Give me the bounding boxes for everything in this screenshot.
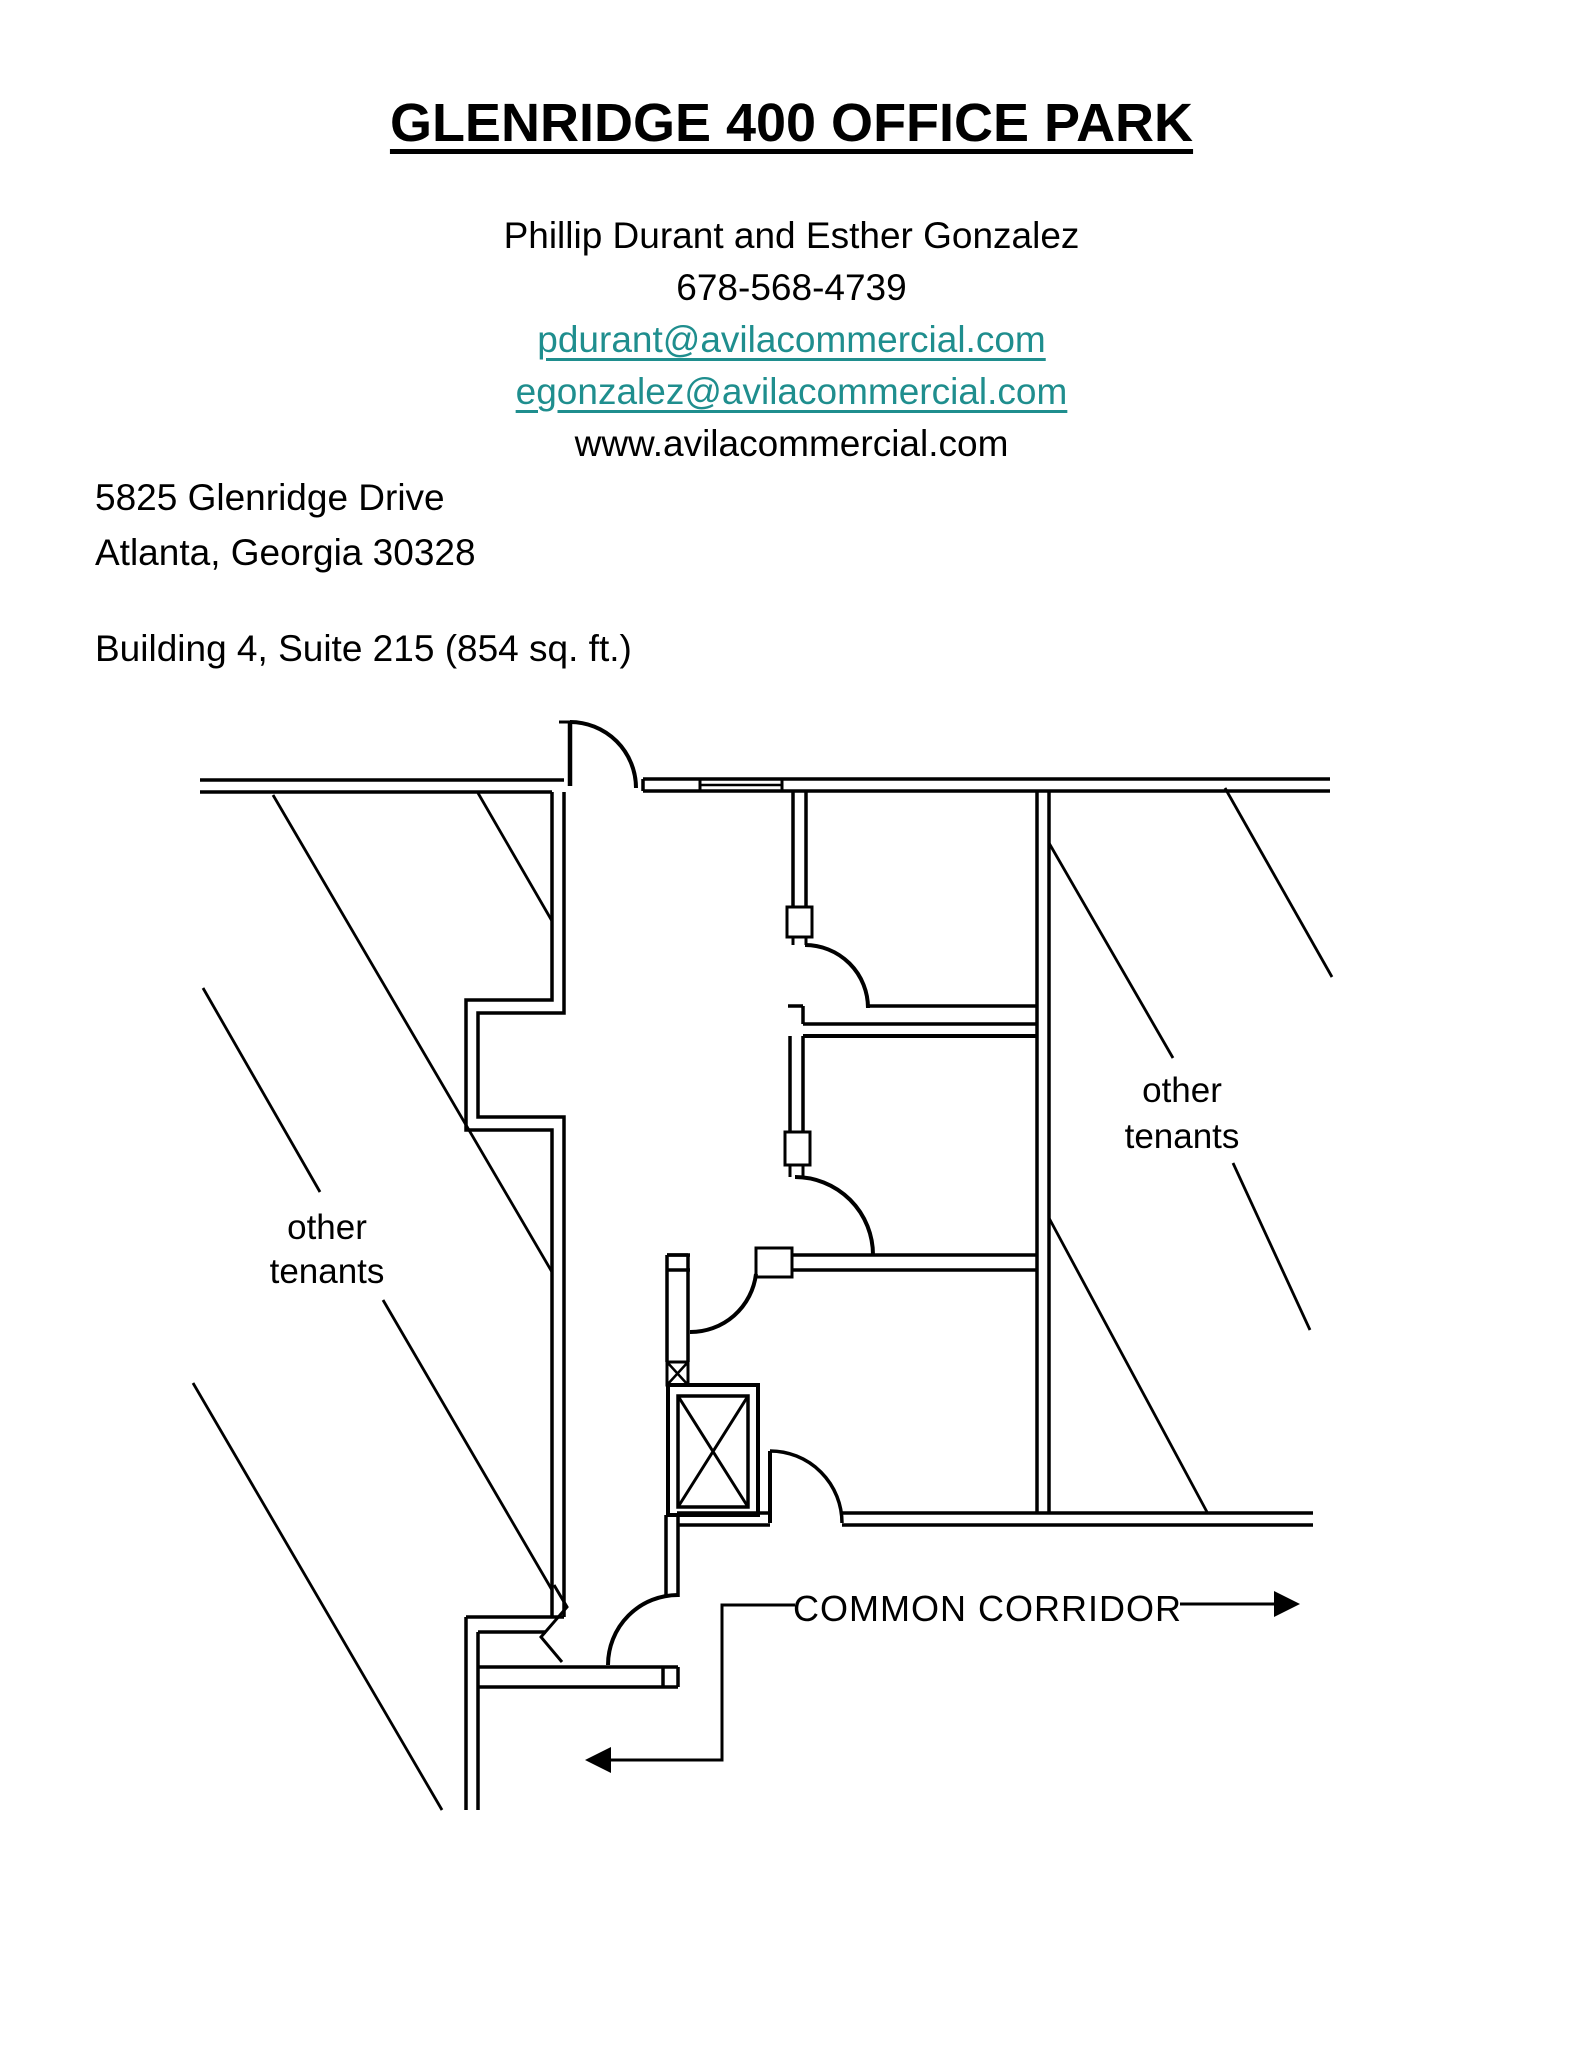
left-tenant-label-line1: other: [287, 1208, 367, 1247]
right-tenant-label-line1: other: [1142, 1071, 1222, 1110]
contact-names: Phillip Durant and Esther Gonzalez: [503, 215, 1080, 256]
corridor-right-arrow: [1180, 1591, 1300, 1617]
interior-partitions: [667, 792, 1051, 1513]
suite-exit-door: [606, 1593, 679, 1666]
email-link-egonzalez[interactable]: egonzalez@avilacommercial.com: [515, 371, 1068, 412]
hall-spine-wall: [664, 1253, 690, 1597]
address-block: 5825 Glenridge Drive Atlanta, Georgia 30…: [95, 470, 476, 580]
common-corridor-label: COMMON CORRIDOR: [793, 1588, 1182, 1629]
right-tenant-label: other tenants: [1072, 1068, 1292, 1160]
entry-window: [698, 779, 784, 791]
contact-block: Phillip Durant and Esther Gonzalez 678-5…: [0, 210, 1583, 470]
right-tenant-hatching: [1047, 787, 1334, 1513]
left-tenant-label-line2: tenants: [269, 1252, 385, 1291]
entry-door: [559, 720, 638, 789]
contact-phone: 678-568-4739: [676, 267, 907, 308]
shaft-box: [665, 1360, 690, 1387]
bottom-left-walls: [464, 1615, 680, 1810]
listing-line: Building 4, Suite 215 (854 sq. ft.): [95, 628, 632, 669]
top-wall: [200, 777, 1330, 794]
right-tenant-label-line2: tenants: [1124, 1117, 1240, 1156]
left-suite-wall: [464, 792, 566, 1617]
left-tenant-label: other tenants: [217, 1206, 437, 1294]
address-line1: 5825 Glenridge Drive: [95, 477, 445, 518]
page-title: GLENRIDGE 400 OFFICE PARK: [389, 93, 1194, 153]
address-line2: Atlanta, Georgia 30328: [95, 532, 476, 573]
corridor-leader-arrow: [585, 1603, 795, 1773]
elevator-shaft: [666, 1383, 760, 1517]
corridor-wall: [677, 1449, 1313, 1527]
email-link-pdurant[interactable]: pdurant@avilacommercial.com: [537, 319, 1046, 360]
wall-break-symbol: [539, 1584, 569, 1663]
left-tenant-hatching: [191, 792, 554, 1811]
website-text: www.avilacommercial.com: [574, 423, 1009, 464]
